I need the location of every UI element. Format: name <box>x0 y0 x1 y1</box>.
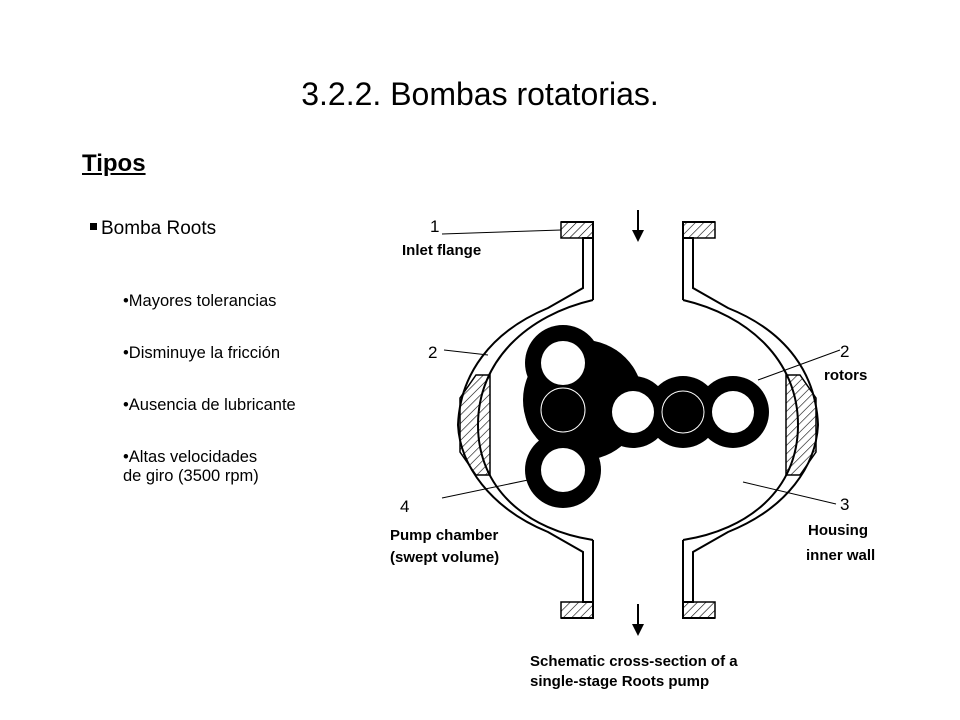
diagram-caption-line-2: single-stage Roots pump <box>530 673 709 690</box>
label-swept-volume: (swept volume) <box>390 549 499 566</box>
flange-hatch-bottom-right <box>682 601 716 619</box>
bullet-list: •Mayores tolerancias •Disminuye la fricc… <box>123 292 296 486</box>
label-rotors: rotors <box>824 367 867 384</box>
label-inlet-number: 1 <box>430 217 439 236</box>
roots-pump-diagram: 1 Inlet flange 2 2 rotors 4 Pump chamber… <box>390 210 875 690</box>
label-rotors-number: 2 <box>840 342 849 361</box>
label-pump-chamber: Pump chamber <box>390 527 499 544</box>
list-item: •Disminuye la fricción <box>123 344 281 362</box>
inlet-arrow-icon <box>632 210 644 242</box>
label-housing-number: 3 <box>840 495 849 514</box>
right-rotor <box>597 376 769 448</box>
slide-title: 3.2.2. Bombas rotatorias. <box>301 76 659 112</box>
label-housing: Housing <box>808 522 868 539</box>
list-item-continuation: de giro (3500 rpm) <box>123 467 259 485</box>
list-item-multiline: •Altas velocidades de giro (3500 rpm) <box>123 448 296 486</box>
section-heading: Bomba Roots <box>90 218 216 240</box>
slide-subtitle: Tipos <box>82 150 146 177</box>
flange-hatch-top-right <box>682 221 716 239</box>
diagram-caption-line-1: Schematic cross-section of a <box>530 653 738 670</box>
label-inner-wall: inner wall <box>806 547 875 564</box>
square-bullet-icon <box>90 223 97 231</box>
left-rotor <box>523 325 643 508</box>
label-inlet-flange: Inlet flange <box>402 242 481 259</box>
label-chamber-number: 4 <box>400 497 409 516</box>
housing-hatch-right <box>785 374 817 476</box>
list-item: •Altas velocidades <box>123 448 258 466</box>
flange-hatch-top-left <box>560 221 594 239</box>
housing-hatch-left <box>459 374 491 476</box>
leader-lines <box>441 229 841 505</box>
outlet-arrow-icon <box>632 604 644 636</box>
label-rotor-left-number: 2 <box>428 343 437 362</box>
flange-hatch-bottom-left <box>560 601 594 619</box>
list-item: •Mayores tolerancias <box>123 292 277 310</box>
list-item: •Ausencia de lubricante <box>123 396 296 414</box>
section-label: Bomba Roots <box>101 218 217 239</box>
